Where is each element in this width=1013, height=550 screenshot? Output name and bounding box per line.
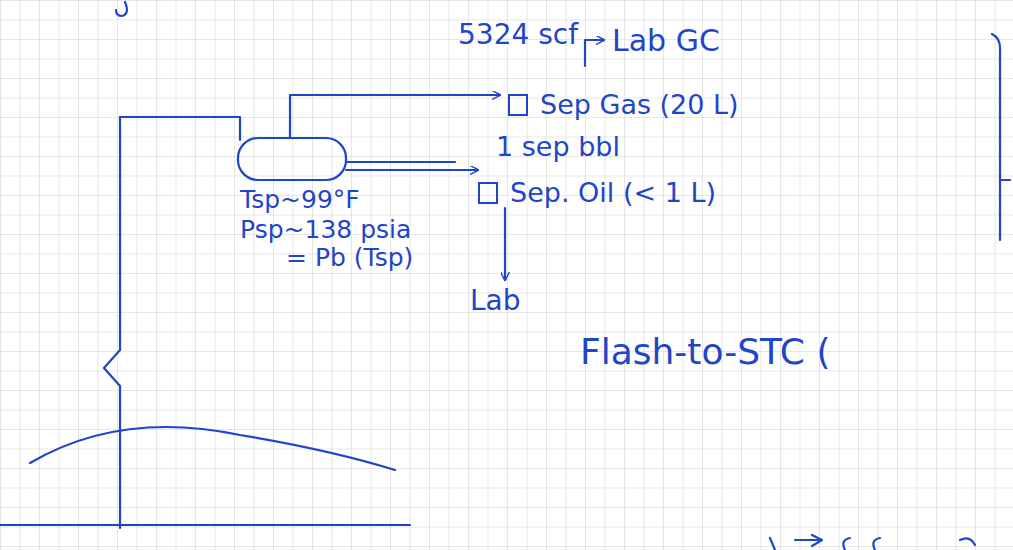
- oil-line: [346, 169, 478, 171]
- sample-container: Sep. Oil (< 1 L): [478, 178, 716, 208]
- gas-to-lab-arrow: [585, 40, 604, 66]
- cut-off-strokes: [770, 535, 975, 550]
- container-box: [478, 182, 498, 204]
- container-label: Sep Gas (20 L): [540, 90, 739, 120]
- note-text: Flash-to-STC (: [580, 332, 831, 372]
- note-text: Psp~138 psia: [240, 216, 411, 244]
- separator-vessel: [238, 138, 346, 180]
- gas-line: [290, 95, 500, 138]
- note-text: Lab: [470, 286, 521, 317]
- container-label: Sep. Oil (< 1 L): [510, 178, 716, 208]
- container-box: [508, 94, 528, 116]
- oil-line: [346, 161, 455, 163]
- sample-container: Sep Gas (20 L): [508, 90, 739, 120]
- ground-line: [0, 524, 410, 526]
- partial-stroke: [116, 2, 127, 16]
- note-text: = Pb (Tsp): [286, 244, 413, 272]
- note-text: 5324 scf: [458, 20, 578, 51]
- well-line: [104, 117, 120, 528]
- bracket: [992, 34, 1000, 240]
- note-text: Lab GC: [612, 24, 720, 57]
- bracket-tick: [1000, 179, 1010, 181]
- note-text: 1 sep bbl: [496, 132, 620, 162]
- flow-line: [120, 117, 240, 140]
- note-text: Tsp~99°F: [240, 186, 360, 214]
- oil-to-lab-arrow: [504, 208, 506, 280]
- reservoir-outline: [30, 427, 395, 470]
